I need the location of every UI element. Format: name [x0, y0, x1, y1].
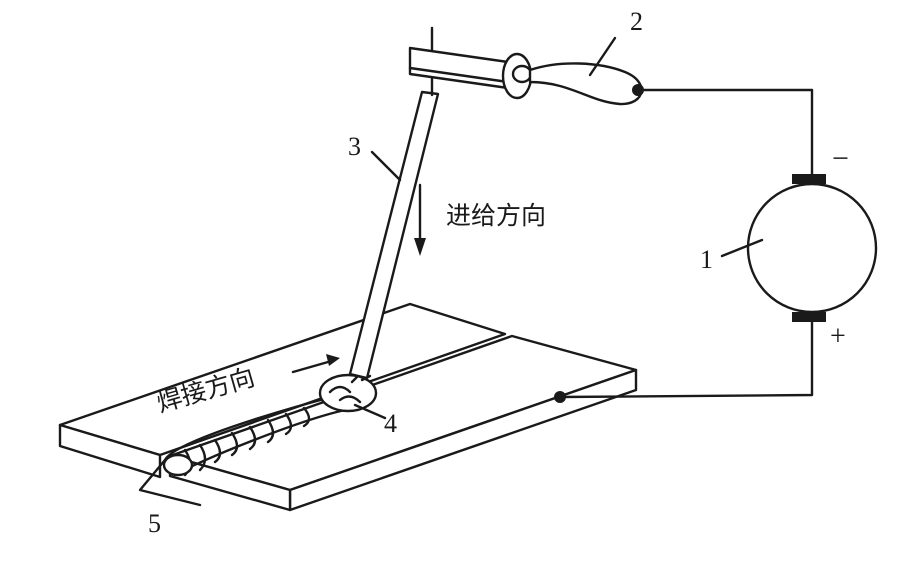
positive-terminal	[792, 312, 826, 322]
weld-bead	[162, 373, 378, 477]
label-1: 1	[700, 245, 713, 274]
feed-direction-arrow	[414, 183, 426, 256]
label-3: 3	[348, 132, 361, 161]
negative-terminal	[792, 174, 826, 184]
gap-lines	[138, 458, 202, 507]
leader-3	[370, 150, 402, 182]
leader-1	[720, 238, 764, 258]
weld-pool	[318, 373, 378, 413]
leader-4	[353, 403, 387, 420]
handle	[528, 62, 643, 106]
wire-negative	[636, 88, 814, 178]
leader-2	[588, 36, 617, 77]
electrode-holder	[408, 46, 644, 106]
positive-connection-dot	[554, 391, 566, 403]
label-5: 5	[148, 509, 161, 538]
label-2: 2	[630, 7, 643, 36]
wire-positive	[558, 316, 814, 399]
generator	[746, 174, 878, 322]
left-plate-front	[58, 423, 162, 479]
bead-end	[162, 453, 194, 477]
positive-sign: +	[830, 321, 846, 352]
welding-direction-arrow	[291, 354, 340, 374]
feed-direction-label: 进给方向	[446, 201, 546, 230]
label-4: 4	[384, 409, 397, 438]
negative-sign: −	[832, 142, 849, 175]
workpiece	[58, 302, 638, 512]
